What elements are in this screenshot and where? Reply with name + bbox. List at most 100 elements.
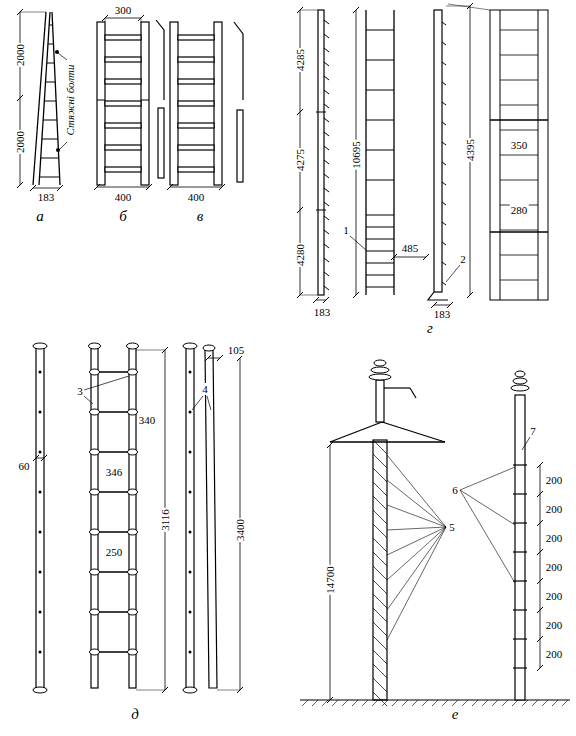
dimension-line bbox=[434, 305, 450, 306]
leader-line bbox=[446, 265, 460, 282]
dimension-label: 10695 bbox=[350, 140, 362, 170]
ladder-rung bbox=[178, 145, 214, 150]
ladder-rail bbox=[91, 348, 98, 688]
ladder-pole bbox=[318, 10, 324, 295]
dimension-label: 60 bbox=[18, 460, 31, 472]
crossarm bbox=[330, 422, 382, 442]
lattice-brace bbox=[373, 692, 387, 706]
dimension-tick bbox=[41, 455, 47, 461]
dimension-label: 400 bbox=[114, 191, 133, 203]
ground-hatch bbox=[562, 700, 568, 706]
ladder-rung bbox=[366, 180, 394, 181]
lattice-brace bbox=[373, 678, 387, 692]
dimension-line bbox=[36, 458, 44, 459]
rung-hole bbox=[189, 411, 192, 414]
dimension-tick bbox=[219, 184, 225, 190]
ground-hatch bbox=[332, 700, 338, 706]
pole-step bbox=[324, 216, 329, 220]
dimension-tick bbox=[353, 7, 359, 13]
pole-step bbox=[324, 34, 329, 38]
ladder-rung bbox=[500, 155, 538, 156]
dimension-label: 183 bbox=[433, 308, 452, 320]
ladder-rung bbox=[178, 57, 214, 62]
dimension-tick bbox=[57, 185, 63, 191]
ladder-part bbox=[158, 108, 164, 178]
pole-step bbox=[324, 230, 329, 234]
ground-hatch bbox=[502, 700, 508, 706]
insulator bbox=[374, 360, 386, 366]
leader-line bbox=[84, 396, 93, 404]
ladder-pole bbox=[434, 10, 442, 292]
dimension-tick bbox=[537, 636, 543, 642]
ladder-rung bbox=[98, 411, 129, 413]
lattice-brace bbox=[373, 622, 387, 636]
callout-number: 5 bbox=[448, 521, 456, 533]
ground-hatch bbox=[462, 700, 468, 706]
ground-hatch bbox=[472, 700, 478, 706]
ladder-rung bbox=[40, 177, 60, 178]
ladder-rung bbox=[98, 451, 129, 453]
ground-hatch bbox=[312, 700, 318, 706]
pole-step bbox=[442, 162, 446, 165]
dimension-tick bbox=[313, 297, 319, 303]
rung-hole bbox=[39, 571, 42, 574]
rung-nut bbox=[128, 569, 138, 575]
section-mark bbox=[513, 464, 527, 465]
rung-nut bbox=[90, 609, 100, 615]
pole-step bbox=[324, 272, 329, 276]
dimension-tick bbox=[17, 95, 23, 101]
ladder-rung bbox=[500, 280, 538, 281]
rail-cap bbox=[127, 343, 139, 349]
pole-step bbox=[324, 90, 329, 94]
ladder-rail bbox=[141, 22, 149, 185]
ladder-rung bbox=[500, 180, 538, 181]
ladder-rung bbox=[500, 230, 538, 231]
section-mark bbox=[513, 522, 527, 523]
dimension-label: 200 bbox=[545, 474, 564, 486]
ground-hatch bbox=[422, 700, 428, 706]
detail-frame bbox=[490, 10, 548, 300]
dimension-tick bbox=[423, 254, 429, 260]
ground-hatch bbox=[342, 700, 348, 706]
section-joint bbox=[490, 231, 548, 232]
ground-hatch bbox=[362, 700, 368, 706]
lattice-brace bbox=[373, 524, 387, 538]
lattice-brace bbox=[373, 636, 387, 650]
dimension-tick bbox=[537, 578, 543, 584]
section-joint bbox=[316, 112, 326, 113]
pole-step bbox=[442, 282, 446, 285]
leader-line bbox=[387, 527, 446, 610]
dimension-label: 340 bbox=[138, 414, 157, 426]
dimension-tick bbox=[323, 297, 329, 303]
lattice-brace bbox=[373, 482, 387, 496]
ladder-rail bbox=[39, 12, 50, 185]
pole-cap bbox=[203, 345, 215, 351]
dimension-tick bbox=[146, 184, 152, 190]
dimension-label: 280 bbox=[510, 204, 529, 216]
ladder-rail bbox=[97, 22, 105, 185]
section-mark bbox=[513, 580, 527, 581]
pole-top bbox=[376, 380, 384, 422]
rung-nut bbox=[90, 649, 100, 655]
dimension-tick bbox=[537, 462, 543, 468]
leader-line bbox=[460, 467, 515, 490]
ground-hatch bbox=[302, 700, 308, 706]
callout-number: 6 bbox=[451, 484, 459, 496]
dimension-tick bbox=[537, 607, 543, 613]
pole-cap bbox=[183, 343, 197, 349]
ground-hatch bbox=[372, 700, 378, 706]
dimension-label: 183 bbox=[313, 306, 332, 318]
dimension-label: 200 bbox=[545, 619, 564, 631]
ladder-rung bbox=[47, 63, 55, 64]
leader-line bbox=[387, 527, 446, 530]
rung-hole bbox=[189, 531, 192, 534]
dimension-tick bbox=[138, 15, 144, 21]
dimension-tick bbox=[537, 520, 543, 526]
pole-step bbox=[442, 142, 446, 145]
ladder-rung bbox=[105, 57, 141, 62]
rail-joint bbox=[141, 100, 149, 101]
ladder-rung bbox=[366, 227, 394, 228]
rung-nut bbox=[128, 409, 138, 415]
